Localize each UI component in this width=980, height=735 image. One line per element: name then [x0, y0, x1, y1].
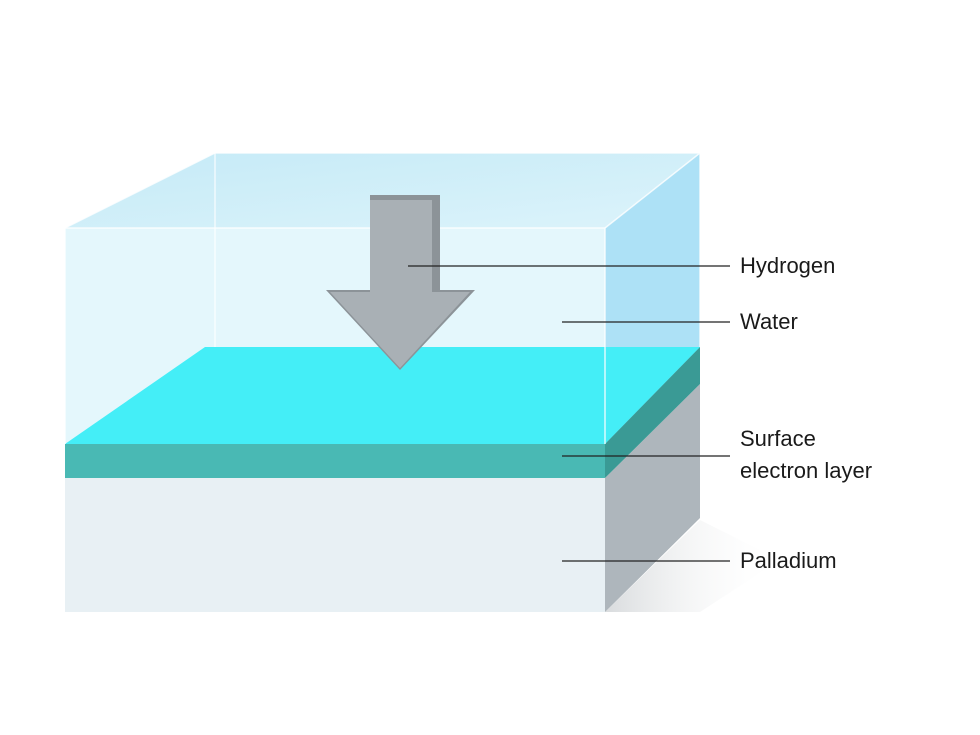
surface-electron-label-line2: electron layer [740, 458, 872, 483]
arrow-body [330, 200, 470, 368]
surface-electron-label-line1: Surface [740, 426, 816, 451]
hydrogen-label: Hydrogen [740, 253, 835, 278]
palladium-side-face [605, 384, 700, 612]
water-front-edge [64, 227, 606, 444]
palladium-label: Palladium [740, 548, 837, 573]
hydrogen-arrow [326, 195, 475, 370]
electron-layer-front-face [65, 444, 605, 478]
electron-layer-top-face [65, 347, 700, 444]
water-label: Water [740, 309, 798, 334]
palladium-front-face [65, 478, 605, 612]
water-top-edge [64, 152, 703, 229]
water-top-face [65, 153, 700, 228]
electron-layer-side-face [605, 347, 700, 478]
block-shadow [605, 520, 780, 612]
